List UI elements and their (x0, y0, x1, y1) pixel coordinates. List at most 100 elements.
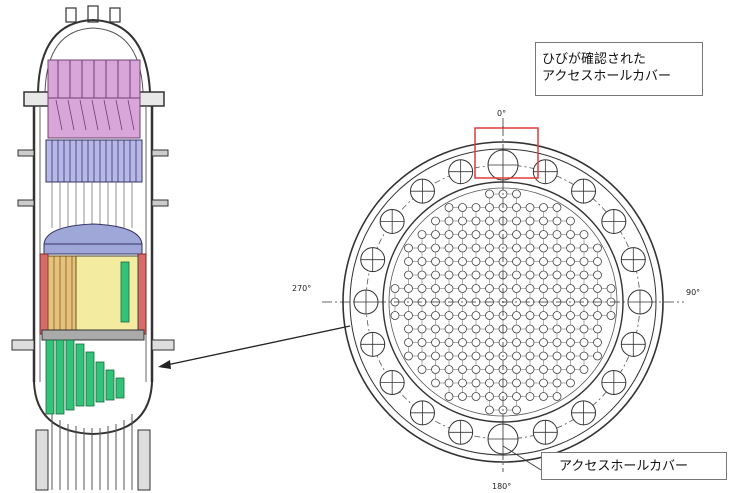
fuel-support-cell (512, 284, 521, 293)
fuel-support-cell (566, 270, 575, 280)
fuel-support-cell (552, 365, 562, 374)
fuel-support-cell (417, 243, 427, 253)
fuel-support-cell (579, 270, 589, 280)
fuel-support-cell (552, 216, 562, 226)
fuel-support-cell (417, 270, 427, 280)
fuel-support-cell (485, 189, 494, 199)
fuel-support-cell (485, 365, 494, 374)
fuel-support-cell (552, 392, 562, 401)
fuel-support-cell (525, 378, 535, 388)
fuel-support-cell (458, 392, 467, 401)
fuel-support-cell (444, 243, 454, 253)
access-hole-cover (487, 149, 519, 181)
pointer-arrow (158, 325, 351, 369)
fuel-support-cell (417, 338, 427, 347)
fuel-support-cell (458, 270, 467, 280)
fuel-support-cell (458, 324, 467, 334)
fuel-support-cell (417, 311, 427, 320)
access-hole-cover (532, 159, 558, 185)
core-plate-plan-view: 0° 90° 180° 270° (292, 109, 700, 491)
fuel-support-cell (539, 351, 548, 361)
fuel-support-cell (431, 257, 440, 266)
access-hole-cover (620, 331, 646, 357)
fuel-support-cell (566, 365, 575, 374)
fuel-support-cell (539, 216, 548, 226)
access-hole-cover-callout-label: アクセスホールカバー (559, 459, 688, 474)
fuel-support-cell (525, 338, 535, 347)
fuel-support-cell (471, 216, 481, 226)
fuel-support-cell (539, 378, 548, 388)
fuel-support-cell (566, 311, 575, 320)
fuel-support-cell (593, 324, 602, 334)
fuel-support-cell (579, 365, 589, 374)
fuel-support-cell (512, 324, 521, 334)
fuel-support-cell (579, 324, 589, 334)
fuel-support-cell (458, 203, 467, 212)
fuel-support-cell (566, 324, 575, 334)
fuel-support-cell (552, 284, 562, 293)
fuel-support-cell (444, 203, 454, 212)
fuel-support-cell (431, 270, 440, 280)
fuel-support-cell (458, 216, 467, 226)
fuel-support-cell (458, 338, 467, 347)
angle-label-90: 90° (686, 288, 700, 297)
fuel-support-cell (512, 392, 521, 401)
fuel-support-cell (458, 378, 467, 388)
fuel-support-cell (404, 270, 413, 280)
fuel-support-cell (417, 230, 427, 239)
fuel-support-cell (552, 270, 562, 280)
fuel-support-cell (552, 230, 562, 239)
fuel-support-cell (593, 257, 602, 266)
fuel-support-cell (512, 311, 521, 320)
fuel-support-cell (512, 216, 521, 226)
fuel-support-cell (485, 284, 494, 293)
access-hole-cover (601, 208, 627, 234)
fuel-support-cell (431, 216, 440, 226)
access-hole-cover (353, 289, 379, 315)
fuel-support-cell (606, 284, 616, 293)
access-hole-cover (532, 419, 558, 445)
fuel-support-cell (404, 257, 413, 266)
fuel-support-cell (431, 324, 440, 334)
fuel-support-cell (471, 392, 481, 401)
fuel-support-cell (539, 392, 548, 401)
fuel-support-cell (431, 243, 440, 253)
fuel-support-cell (539, 284, 548, 293)
fuel-support-cell (593, 284, 602, 293)
fuel-support-cell (552, 257, 562, 266)
fuel-support-cell (471, 230, 481, 239)
fuel-support-cell (431, 365, 440, 374)
fuel-support-cell (404, 338, 413, 347)
fuel-support-cell (552, 243, 562, 253)
fuel-support-cell (444, 365, 454, 374)
fuel-support-cell (539, 311, 548, 320)
fuel-support-cell (552, 203, 562, 212)
fuel-support-cell (471, 243, 481, 253)
fuel-support-grid (390, 189, 616, 415)
fuel-support-cell (485, 243, 494, 253)
fuel-support-cell (404, 311, 413, 320)
fuel-support-cell (417, 351, 427, 361)
control-rod-guide-tubes (45, 339, 125, 415)
fuel-support-cell (417, 365, 427, 374)
fuel-support-cell (579, 243, 589, 253)
fuel-support-cell (512, 257, 521, 266)
fuel-support-cell (539, 203, 548, 212)
angle-label-0: 0° (497, 109, 506, 118)
fuel-support-cell (539, 338, 548, 347)
fuel-support-cell (525, 230, 535, 239)
fuel-support-cell (444, 284, 454, 293)
fuel-support-cell (431, 351, 440, 361)
access-hole-cover (448, 419, 474, 445)
fuel-support-cell (512, 378, 521, 388)
fuel-support-cell (593, 338, 602, 347)
fuel-support-cell (431, 284, 440, 293)
fuel-support-cell (471, 203, 481, 212)
fuel-support-cell (525, 243, 535, 253)
fuel-support-cell (525, 203, 535, 212)
fuel-support-cell (539, 230, 548, 239)
fuel-support-cell (431, 378, 440, 388)
fuel-support-cell (458, 257, 467, 266)
fuel-support-cell (444, 351, 454, 361)
fuel-support-cell (593, 351, 602, 361)
